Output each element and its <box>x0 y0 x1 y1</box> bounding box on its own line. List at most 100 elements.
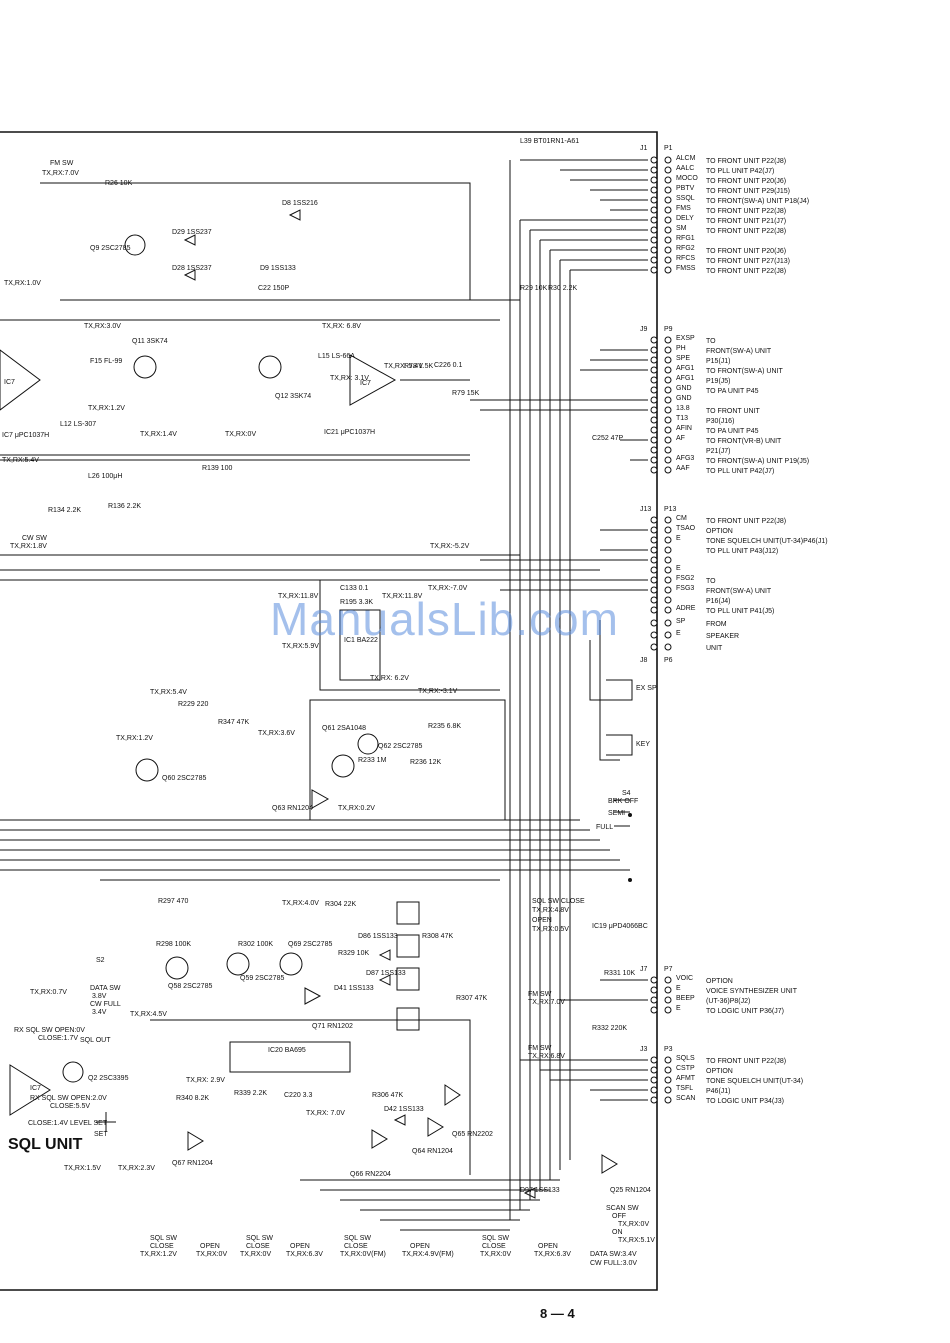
label-close14: CLOSE:1.4V <box>28 1120 68 1127</box>
connector-pin-destination: TO PLL UNIT P42(J7) <box>706 168 774 175</box>
label-d9: D9 1SS133 <box>260 265 296 272</box>
connector-pin-signal: ADRE <box>676 605 696 612</box>
label-rx-sql2: RX SQL SW OPEN:2.0V <box>30 1095 107 1102</box>
label-txrx68: TX,RX: 6.8V <box>322 323 361 330</box>
label-q2: Q2 2SC3395 <box>88 1075 129 1082</box>
connector-pin-signal: RFG2 <box>676 245 695 252</box>
label-b6: OPEN <box>410 1243 430 1250</box>
bus-wires <box>0 159 648 1231</box>
label-key: KEY <box>636 741 650 748</box>
label-txrx59: TX,RX:5.9V <box>282 643 319 650</box>
connector-pin-destination: TO FRONT(VR-B) UNIT <box>706 438 782 445</box>
label-r136: R136 2.2K <box>108 503 141 510</box>
connector-pin-destination: TO FRONT UNIT P22(J8) <box>706 158 786 165</box>
label-r340: R340 8.2K <box>176 1095 209 1102</box>
label-r297: R297 470 <box>158 898 188 905</box>
label-ic19: IC19 μPD4066BC <box>592 923 648 930</box>
label-scan-off: OFF <box>612 1213 626 1220</box>
label-d87: D87 1SS133 <box>366 970 406 977</box>
label-txrx15: TX,RX:1.5V <box>64 1165 101 1172</box>
label-cw-full2: CW FULL:3.0V <box>590 1260 637 1267</box>
label-txrx18: TX,RX:1.8V <box>10 543 47 550</box>
label-q12: Q12 3SK74 <box>275 393 311 400</box>
label-c22: C22 150P <box>258 285 289 292</box>
label-r332: R332 220K <box>592 1025 627 1032</box>
label-b8b: TX,RX:6.3V <box>534 1251 571 1258</box>
connector-pin-signal: CM <box>676 515 687 522</box>
label-cw-full: CW FULL <box>90 1001 121 1008</box>
label-d42: D42 1SS133 <box>384 1106 424 1113</box>
connector-pin-signal: TSAO <box>676 525 696 532</box>
connector-ref-j7: J7 <box>640 966 648 973</box>
connector-j13 <box>650 516 672 614</box>
connector-pin-destination: TONE SQUELCH UNIT(UT-34)P46(J1) <box>706 538 828 545</box>
label-txrx02: TX,RX:0.2V <box>338 805 375 812</box>
label-txrx07: TX,RX:0.7V <box>30 989 67 996</box>
connector-pin-signal: AFMT <box>676 1075 696 1082</box>
connector-pin-signal: RFG1 <box>676 235 695 242</box>
connector-pin-destination: TO FRONT(SW-A) UNIT P19(J5) <box>706 458 809 465</box>
connector-pin-destination: TO FRONT UNIT P21(J7) <box>706 218 786 225</box>
label-level-set: LEVEL SET <box>70 1120 108 1127</box>
connector-pin-destination: TO FRONT UNIT P22(J8) <box>706 1058 786 1065</box>
label-sql-sw-close-v: TX,RX:4.8V <box>532 907 569 914</box>
label-r347: R347 47K <box>218 719 249 726</box>
connector-pin-signal: TSFL <box>676 1085 693 1092</box>
label-ic21-tri: IC7 <box>360 380 371 387</box>
connector-pin-signal: 13.8 <box>676 405 690 412</box>
label-d97: D97 1SS133 <box>520 1187 560 1194</box>
label-b4: OPEN <box>290 1243 310 1250</box>
label-q69: Q69 2SC2785 <box>288 941 332 948</box>
connector-pin-signal: AFG3 <box>676 455 694 462</box>
label-txrx45: TX,RX:4.5V <box>130 1011 167 1018</box>
label-c220: C220 3.3 <box>284 1092 313 1099</box>
label-r306: R306 47K <box>372 1092 403 1099</box>
connector-pin-destination: TO <box>706 338 716 345</box>
connector-pin-destination: TO LOGIC UNIT P36(J7) <box>706 1008 784 1015</box>
label-r304: R304 22K <box>325 901 356 908</box>
label-d86: D86 1SS133 <box>358 933 398 940</box>
connector-pin-signal: AALC <box>676 165 694 172</box>
connector-pin-destination: TO FRONT UNIT <box>706 408 761 415</box>
connector-j1 <box>650 156 672 274</box>
label-d41: D41 1SS133 <box>334 985 374 992</box>
label-txrx12: TX,RX:1.2V <box>88 405 125 412</box>
label-scan-sw: SCAN SW <box>606 1205 639 1212</box>
connector-pin-signal: SPE <box>676 355 690 362</box>
label-txrx54b: TX,RX:5.4V <box>2 457 39 464</box>
label-b1b: TX,RX:1.2V <box>140 1251 177 1258</box>
label-txrx54c: TX,RX:5.4V <box>150 689 187 696</box>
label-txrx30: TX,RX:3.0V <box>84 323 121 330</box>
connector-plug-p3: P3 <box>664 1046 673 1053</box>
label-b6b: TX,RX:4.9V(FM) <box>402 1251 454 1258</box>
label-rx-sql-close: CLOSE:1.7V <box>38 1035 78 1042</box>
label-r233: R233 1M <box>358 757 387 764</box>
connector-j3 <box>650 1056 672 1104</box>
connector-pin-destination: VOICE SYNTHESIZER UNIT <box>706 988 798 995</box>
connector-pin-destination: UNIT <box>706 645 723 652</box>
label-b1a: CLOSE <box>150 1243 174 1250</box>
connector-pin-signal: PBTV <box>676 185 695 192</box>
label-b5: SQL SW <box>344 1235 371 1242</box>
connector-pin-destination: TO FRONT UNIT P22(J8) <box>706 518 786 525</box>
connector-j8 <box>650 619 672 651</box>
label-fm-sw2: FM SW <box>528 991 552 998</box>
label-fm-sw3-v: TX,RX:6.8V <box>528 1053 565 1060</box>
label-l12: L12 LS-307 <box>60 421 96 428</box>
label-semi: SEMI <box>608 810 625 817</box>
label-cw-sw: CW SW <box>22 535 47 542</box>
label-r229: R229 220 <box>178 701 208 708</box>
label-q66: Q66 RN2204 <box>350 1171 391 1178</box>
connector-pin-signal: E <box>676 535 681 542</box>
connector-pin-destination: TO PLL UNIT P42(J7) <box>706 468 774 475</box>
label-r26: R26 10K <box>105 180 133 187</box>
label-l39: L39 BT01RN1-A61 <box>520 138 579 145</box>
connector-plug-p1: P1 <box>664 145 673 152</box>
label-b2b: TX,RX:0V <box>196 1251 227 1258</box>
label-scan-off-v: TX,RX:0V <box>618 1221 649 1228</box>
label-rx-sql-open: RX SQL SW OPEN:0V <box>14 1027 85 1034</box>
label-r139: R139 100 <box>202 465 232 472</box>
label-r134: R134 2.2K <box>48 507 81 514</box>
